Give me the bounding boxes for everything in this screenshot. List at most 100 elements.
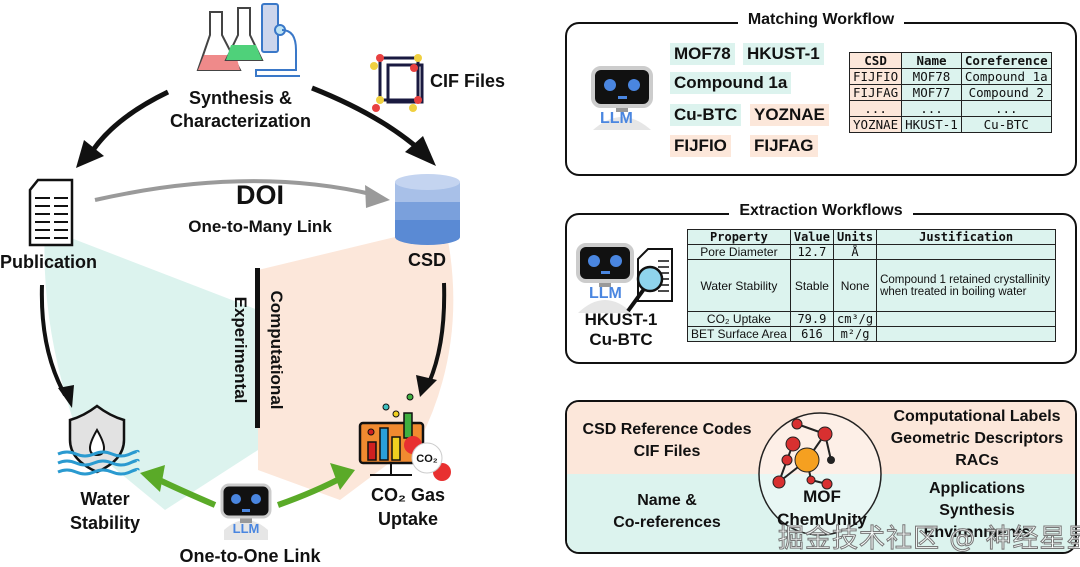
chemunity-bottom-right: Applications Synthesis Environments bbox=[877, 478, 1075, 544]
header-name: Name bbox=[901, 52, 962, 69]
chart-board-co2-icon bbox=[358, 393, 451, 481]
header-property: Property bbox=[687, 229, 791, 245]
bottom-left-line: Name & bbox=[637, 492, 697, 509]
cell-csd: YOZNAE bbox=[848, 116, 903, 133]
header-value: Value bbox=[789, 229, 834, 245]
table-row: Pore Diameter 12.7 Å bbox=[687, 244, 1057, 260]
cell-property: BET Surface Area bbox=[687, 326, 791, 342]
center-line2: ChemUnity bbox=[777, 510, 867, 529]
header-coreference: Coreference bbox=[960, 52, 1052, 69]
cell-name: MOF78 bbox=[901, 68, 962, 85]
chemunity-bottom-band bbox=[567, 474, 1075, 552]
co2-badge: CO₂ bbox=[416, 453, 438, 465]
top-left-line: CSD Reference Codes bbox=[582, 421, 752, 438]
material-label-line1: HKUST-1 bbox=[584, 310, 658, 329]
cell-property: Water Stability bbox=[687, 259, 791, 312]
chip-compound-1a: Compound 1a bbox=[670, 72, 792, 94]
table-row: FIJFIO MOF78 Compound 1a bbox=[848, 68, 1052, 85]
publication-label: Publication bbox=[0, 252, 98, 272]
arrow-head bbox=[330, 463, 355, 490]
cell-csd: ... bbox=[848, 100, 903, 117]
arrow-head bbox=[416, 375, 437, 397]
cell-value: 616 bbox=[789, 326, 834, 342]
water-label-line1: Water bbox=[80, 489, 130, 509]
shield-water-drop-icon bbox=[57, 404, 140, 476]
chip-fijfio: FIJFIO bbox=[670, 135, 731, 157]
cell-justification bbox=[876, 326, 1057, 342]
top-left-line: CIF Files bbox=[633, 443, 701, 460]
experimental-computational-divider bbox=[255, 268, 260, 428]
cell-csd: FIJFAG bbox=[848, 84, 903, 101]
doi-subtitle: One-to-Many Link bbox=[188, 217, 332, 236]
table-row: ... ... ... bbox=[848, 100, 1052, 117]
table-header-row: Property Value Units Justification bbox=[687, 229, 1057, 245]
header-csd: CSD bbox=[848, 52, 903, 69]
cell-coreference: Compound 2 bbox=[960, 84, 1052, 101]
material-label-line2: Cu-BTC bbox=[589, 330, 653, 349]
cell-name: MOF77 bbox=[901, 84, 962, 101]
water-label-line2: Stability bbox=[69, 513, 140, 533]
top-right-line: RACs bbox=[955, 452, 999, 469]
lab-flasks-microscope-icon bbox=[196, 3, 300, 77]
experimental-label: Experimental bbox=[231, 296, 250, 404]
arrow-head bbox=[365, 185, 390, 208]
chemunity-panel: CSD Reference Codes CIF Files Computatio… bbox=[565, 400, 1077, 554]
llm-robot-icon bbox=[220, 483, 272, 540]
chemunity-bottom-left: Name & Co-references bbox=[567, 490, 767, 534]
cell-units: Å bbox=[832, 244, 878, 260]
extraction-workflows-panel: Extraction Workflows LLM HKUST-1 Cu-BTC … bbox=[565, 202, 1077, 364]
mof-network-icon bbox=[758, 412, 882, 536]
co2-label-line2: Uptake bbox=[377, 509, 439, 529]
water-stability-label: Water Stability bbox=[60, 487, 150, 535]
extraction-table: Property Value Units Justification Pore … bbox=[687, 229, 1057, 342]
table-row: YOZNAE HKUST-1 Cu-BTC bbox=[848, 116, 1052, 133]
co2-label-line1: CO₂ Gas bbox=[370, 485, 446, 505]
cell-property: Pore Diameter bbox=[687, 244, 791, 260]
left-diagram-canvas: CO₂ bbox=[28, 3, 460, 540]
arrow-head bbox=[405, 136, 436, 166]
watermark: 掘金技术社区 @ 神经星星 bbox=[778, 524, 1080, 555]
table-row: BET Surface Area 616 m²/g bbox=[687, 326, 1057, 342]
top-right-line: Geometric Descriptors bbox=[890, 430, 1064, 447]
document-icon bbox=[28, 178, 74, 247]
arrow-head bbox=[58, 385, 74, 408]
llm-robot-magnifier-icon bbox=[576, 243, 673, 313]
chip-fijfag: FIJFAG bbox=[750, 135, 818, 157]
bottom-right-line: Applications bbox=[928, 480, 1025, 497]
center-line1: MOF bbox=[803, 487, 841, 506]
cell-coreference: Compound 1a bbox=[960, 68, 1052, 85]
cif-files-label: CIF Files bbox=[430, 71, 506, 91]
arrow-to-publication bbox=[85, 89, 170, 160]
synthesis-label-line1: Synthesis & bbox=[189, 88, 293, 108]
bottom-right-line: Synthesis bbox=[939, 502, 1015, 519]
csd-label: CSD bbox=[408, 250, 447, 270]
crystal-cell-icon bbox=[370, 54, 424, 112]
matching-table: CSD Name Coreference FIJFIO MOF78 Compou… bbox=[848, 52, 1052, 133]
doi-title: DOI bbox=[235, 180, 284, 210]
bottom-right-line: Environments bbox=[923, 524, 1031, 541]
synthesis-label: Synthesis & Characterization bbox=[170, 87, 311, 133]
llm-robot-icon bbox=[591, 66, 653, 130]
table-row: Water Stability Stable None Compound 1 r… bbox=[687, 259, 1057, 312]
database-icon bbox=[395, 174, 460, 245]
synthesis-label-line2: Characterization bbox=[170, 111, 312, 131]
chemunity-top-left: CSD Reference Codes CIF Files bbox=[567, 419, 767, 463]
matching-workflow-panel: Matching Workflow LLM MOF78 HKUST-1 Comp… bbox=[565, 11, 1077, 176]
chip-yoznae: YOZNAE bbox=[750, 104, 829, 126]
extraction-workflows-title: Extraction Workflows bbox=[729, 202, 913, 219]
cell-csd: FIJFIO bbox=[848, 68, 903, 85]
llm-center-label: LLM bbox=[232, 521, 260, 536]
arrow-to-csd bbox=[311, 85, 422, 152]
cell-value: Stable bbox=[789, 259, 834, 312]
arrow-to-co2 bbox=[426, 282, 447, 386]
one-to-one-link-label: One-to-One Link bbox=[179, 546, 321, 566]
arrow-to-water bbox=[39, 284, 67, 396]
table-row: CO₂ Uptake 79.9 cm³/g bbox=[687, 311, 1057, 327]
chip-hkust1: HKUST-1 bbox=[743, 43, 824, 65]
arrow-head bbox=[140, 465, 165, 492]
table-header-row: CSD Name Coreference bbox=[848, 52, 1052, 69]
doi-arrow bbox=[94, 179, 376, 202]
material-label: HKUST-1 Cu-BTC bbox=[575, 310, 667, 350]
cell-units: None bbox=[832, 259, 878, 312]
bottom-left-line: Co-references bbox=[613, 514, 721, 531]
